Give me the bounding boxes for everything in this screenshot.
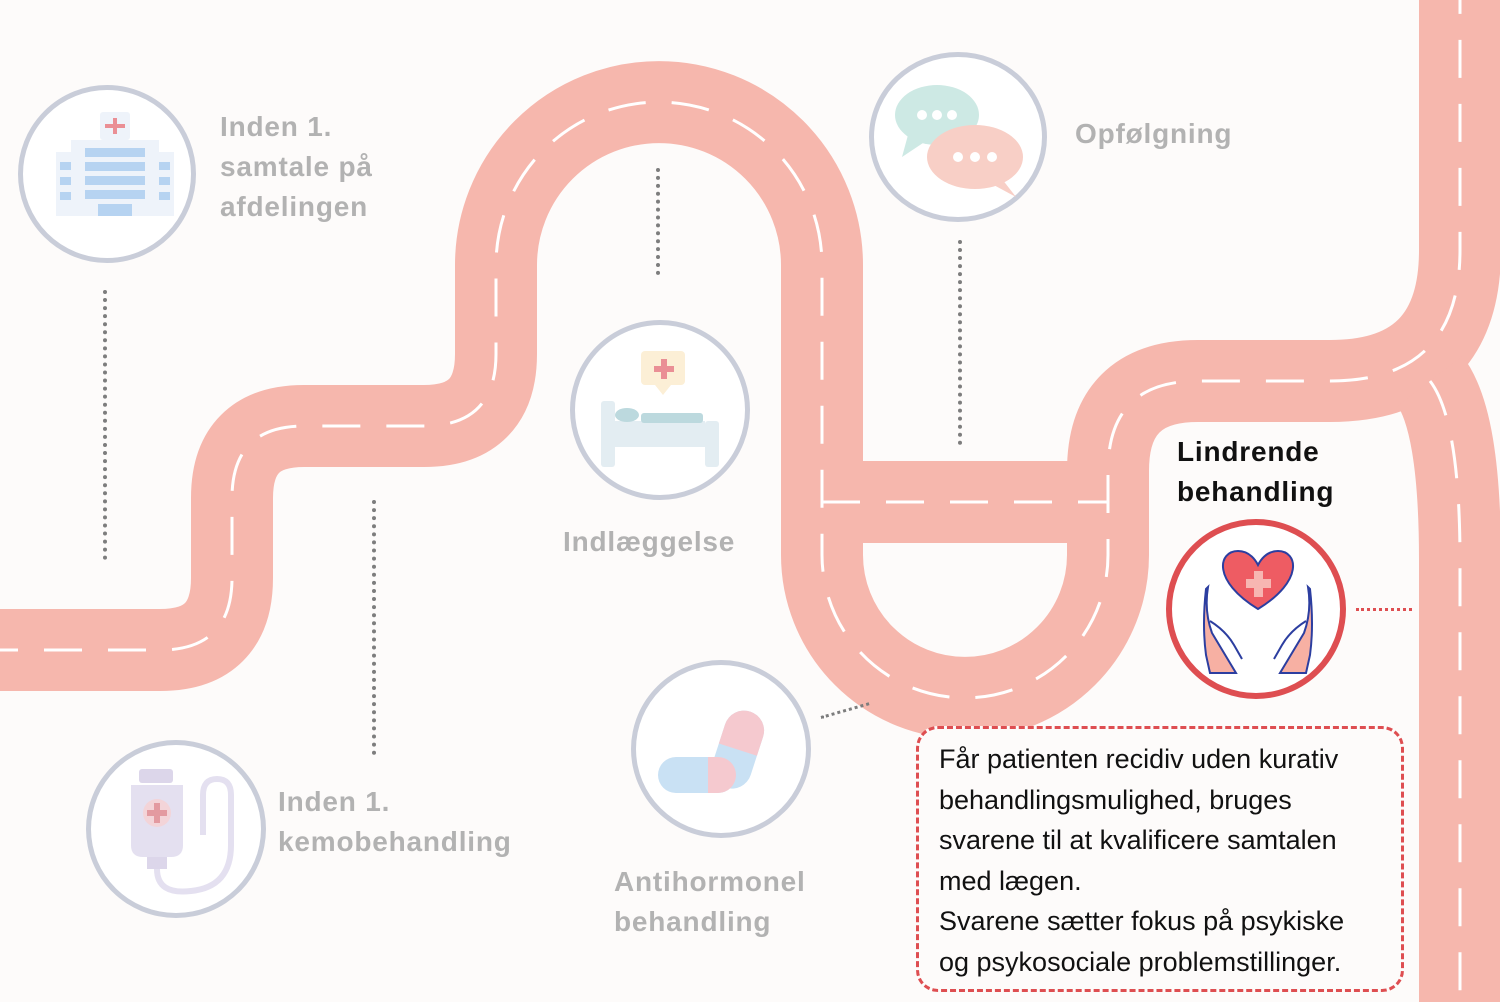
hospital-icon <box>18 85 196 263</box>
connector-dots <box>656 168 660 275</box>
connector-dots <box>1356 608 1412 611</box>
station-label-antihormonel: Antihormonel behandling <box>614 866 806 937</box>
station-label-opfoelgning: Opfølgning <box>1075 118 1233 149</box>
station-label-lindrende: Lindrende behandling <box>1177 436 1335 507</box>
connector-dots <box>372 500 376 755</box>
iv-drip-icon <box>86 740 266 918</box>
chat-bubbles-icon <box>869 52 1047 222</box>
station-label-inden-1-kemo: Inden 1. kemobehandling <box>278 786 512 857</box>
info-line: og psykosociale problemstillinger. <box>939 946 1342 977</box>
hospital-bed-icon <box>570 320 750 500</box>
info-line: svarene til at kvalificere samtalen <box>939 825 1337 855</box>
pill-capsule-icon <box>631 660 811 838</box>
station-label-indlaeggelse: Indlæggelse <box>563 526 736 557</box>
road-marking <box>1428 380 1462 1002</box>
info-line: behandlingsmulighed, bruges <box>939 784 1292 815</box>
heart-hands-icon <box>1166 519 1346 699</box>
connector-dots <box>103 290 107 560</box>
info-box: Får patienten recidiv uden kurativ behan… <box>916 726 1404 992</box>
connector-dots <box>958 240 962 445</box>
info-line: med lægen. <box>939 865 1082 896</box>
road-marking <box>0 0 1460 698</box>
station-label-inden-1-samtale: Inden 1. samtale på afdelingen <box>220 111 373 222</box>
info-line: Svarene sætter fokus på psykiske <box>939 906 1345 936</box>
info-line: Får patienten recidiv uden kurativ <box>939 744 1339 774</box>
